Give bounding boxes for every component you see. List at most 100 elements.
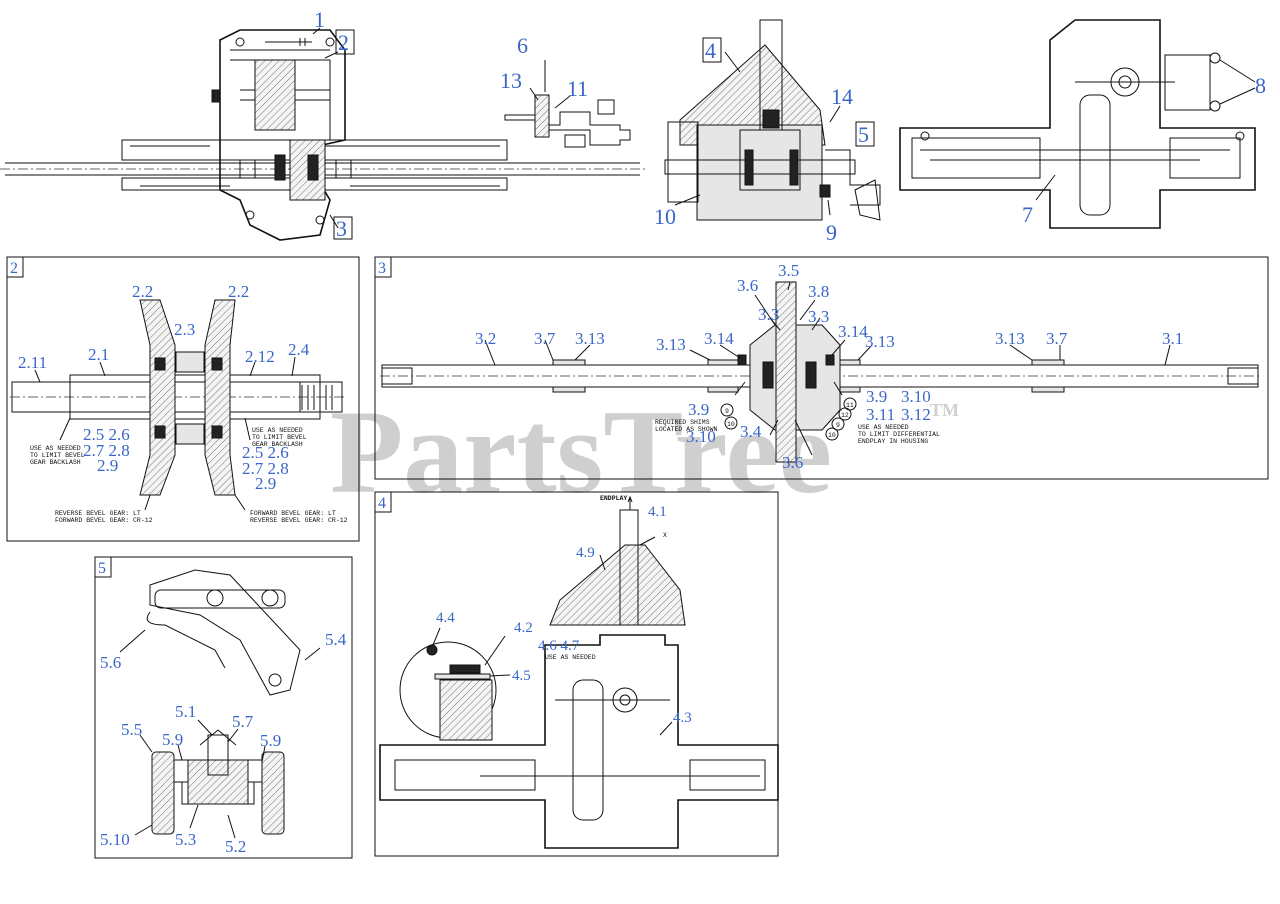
- p4-label-4.5: 4.5: [512, 668, 531, 684]
- p2-label-2.3: 2.3: [174, 320, 195, 339]
- p5-label-5.1: 5.1: [175, 702, 196, 721]
- p2-label-2.11: 2.11: [18, 353, 47, 372]
- callout-3: 3: [336, 216, 347, 241]
- p3-label-3.1: 3.1: [1162, 329, 1183, 348]
- panel-2-frame: [6, 256, 360, 542]
- callout-3-box: [333, 216, 353, 240]
- housing-assembly-detail: [379, 495, 779, 849]
- p2-gear-left-2: FORWARD BEVEL GEAR: CR-12: [55, 517, 153, 524]
- p5-label-5.2: 5.2: [225, 837, 246, 856]
- p3-label-3.9-left: 3.9: [688, 400, 709, 419]
- callout-5-box: [855, 121, 875, 147]
- panel-4-frame: [374, 491, 779, 857]
- shift-lever-assembly: [504, 60, 631, 148]
- p3-label-3.11: 3.11: [866, 405, 895, 424]
- callout-2-box: [335, 29, 355, 55]
- p3-note-endplay-2: TO LIMIT DIFFERENTIAL: [858, 431, 940, 438]
- p2-note-left-2: TO LIMIT BEVEL: [30, 452, 85, 459]
- p5-label-5.9-left: 5.9: [162, 730, 183, 749]
- p3-label-3.13-b: 3.13: [656, 335, 686, 354]
- p4-label-4.2: 4.2: [514, 620, 533, 636]
- p3-note-shims-1: REQUIRED SHIMS: [655, 419, 710, 426]
- p2-label-2.2-left: 2.2: [132, 282, 153, 301]
- p3-label-3.13-c: 3.13: [865, 332, 895, 351]
- p5-label-5.4: 5.4: [325, 630, 347, 649]
- p2-gear-left-1: REVERSE BEVEL GEAR: LT: [55, 510, 141, 517]
- panel-3-frame: [374, 256, 1269, 480]
- p2-gear-right-2: REVERSE BEVEL GEAR: CR-12: [250, 517, 348, 524]
- p2-group-right-1: 2.5 2.6: [242, 443, 289, 462]
- p5-label-5.7: 5.7: [232, 712, 254, 731]
- panel-4-tag: 4: [378, 495, 386, 512]
- callout-14: 14: [831, 84, 853, 109]
- p3-label-3.10-right: 3.10: [901, 387, 931, 406]
- callout-6: 6: [517, 33, 528, 58]
- callout-5: 5: [858, 122, 869, 147]
- p2-group-left-2: 2.7 2.8: [83, 441, 130, 460]
- callout-1: 1: [314, 7, 325, 32]
- p2-note-right-3: GEAR BACKLASH: [252, 441, 303, 448]
- p4-x: X: [663, 532, 667, 539]
- p2-group-right-2: 2.7 2.8: [242, 459, 289, 478]
- panel-3-tag-box: [374, 256, 392, 278]
- callout-2: 2: [338, 30, 349, 55]
- p2-label-2.12: 2.12: [245, 347, 275, 366]
- p5-label-5.5: 5.5: [121, 720, 142, 739]
- watermark: PartsTree: [330, 385, 832, 518]
- p3-label-3.13-d: 3.13: [995, 329, 1025, 348]
- p3-note-endplay-3: ENDPLAY IN HOUSING: [858, 438, 928, 445]
- p3-label-3.6-top: 3.6: [737, 276, 758, 295]
- p3-label-3.8: 3.8: [808, 282, 829, 301]
- brake-assembly: [119, 569, 321, 839]
- callout-4-box: [702, 37, 722, 63]
- p3-label-3.7-left: 3.7: [534, 329, 556, 348]
- p5-label-5.9-right: 5.9: [260, 731, 281, 750]
- p4-label-4.1: 4.1: [648, 504, 667, 520]
- p3-circle-9: 9: [725, 408, 729, 415]
- p2-note-right-2: TO LIMIT BEVEL: [252, 434, 307, 441]
- panel-3-tag: 3: [378, 260, 386, 277]
- p2-label-2.2-right: 2.2: [228, 282, 249, 301]
- p4-label-4.4: 4.4: [436, 610, 455, 626]
- callout-10: 10: [654, 204, 676, 229]
- p3-label-3.7-right: 3.7: [1046, 329, 1068, 348]
- transaxle-side-view: [0, 27, 645, 241]
- p5-label-5.3: 5.3: [175, 830, 196, 849]
- p4-label-4.3: 4.3: [673, 710, 692, 726]
- p3-label-3.10-left: 3.10: [686, 427, 716, 446]
- p3-label-3.6-bottom: 3.6: [782, 453, 803, 472]
- panel-5-tag-box: [94, 556, 112, 578]
- panel-2-tag: 2: [10, 260, 18, 277]
- p3-note-endplay-1: USE AS NEEDED: [858, 424, 909, 431]
- callout-8: 8: [1255, 73, 1266, 98]
- p4-label-4.6-4.7: 4.6 4.7: [538, 638, 580, 654]
- callout-7: 7: [1022, 202, 1033, 227]
- p3-circle-12: 12: [841, 412, 849, 419]
- p3-label-3.3-left: 3.3: [758, 305, 779, 324]
- p3-circle-9b: 9: [836, 422, 840, 429]
- p2-gear-right-1: FORWARD BEVEL GEAR: LT: [250, 510, 336, 517]
- p3-circle-10b: 10: [828, 432, 836, 439]
- p3-label-3.5: 3.5: [778, 261, 799, 280]
- p3-note-shims-2: LOCATED AS SHOWN: [655, 426, 718, 433]
- p3-label-3.14-left: 3.14: [704, 329, 734, 348]
- p4-label-4.9: 4.9: [576, 545, 595, 561]
- p3-label-3.12: 3.12: [901, 405, 931, 424]
- p3-circle-10: 10: [727, 421, 735, 428]
- p5-label-5.6: 5.6: [100, 653, 121, 672]
- bevel-gear-shaft-assembly: [10, 299, 345, 511]
- watermark-tm: TM: [930, 400, 959, 420]
- p2-note-left-3: GEAR BACKLASH: [30, 459, 81, 466]
- panel-2-tag-box: [6, 256, 24, 278]
- panel-4-tag-box: [374, 491, 392, 513]
- callout-9: 9: [826, 220, 837, 245]
- p3-label-3.3-right: 3.3: [808, 307, 829, 326]
- p4-endplay: ENDPLAY: [600, 495, 627, 502]
- p3-circle-11: 11: [846, 402, 854, 409]
- p3-label-3.4: 3.4: [740, 422, 762, 441]
- p2-note-right-1: USE AS NEEDED: [252, 427, 303, 434]
- callout-4: 4: [705, 38, 716, 63]
- transaxle-top-view: [899, 19, 1256, 229]
- panel-5-tag: 5: [98, 560, 106, 577]
